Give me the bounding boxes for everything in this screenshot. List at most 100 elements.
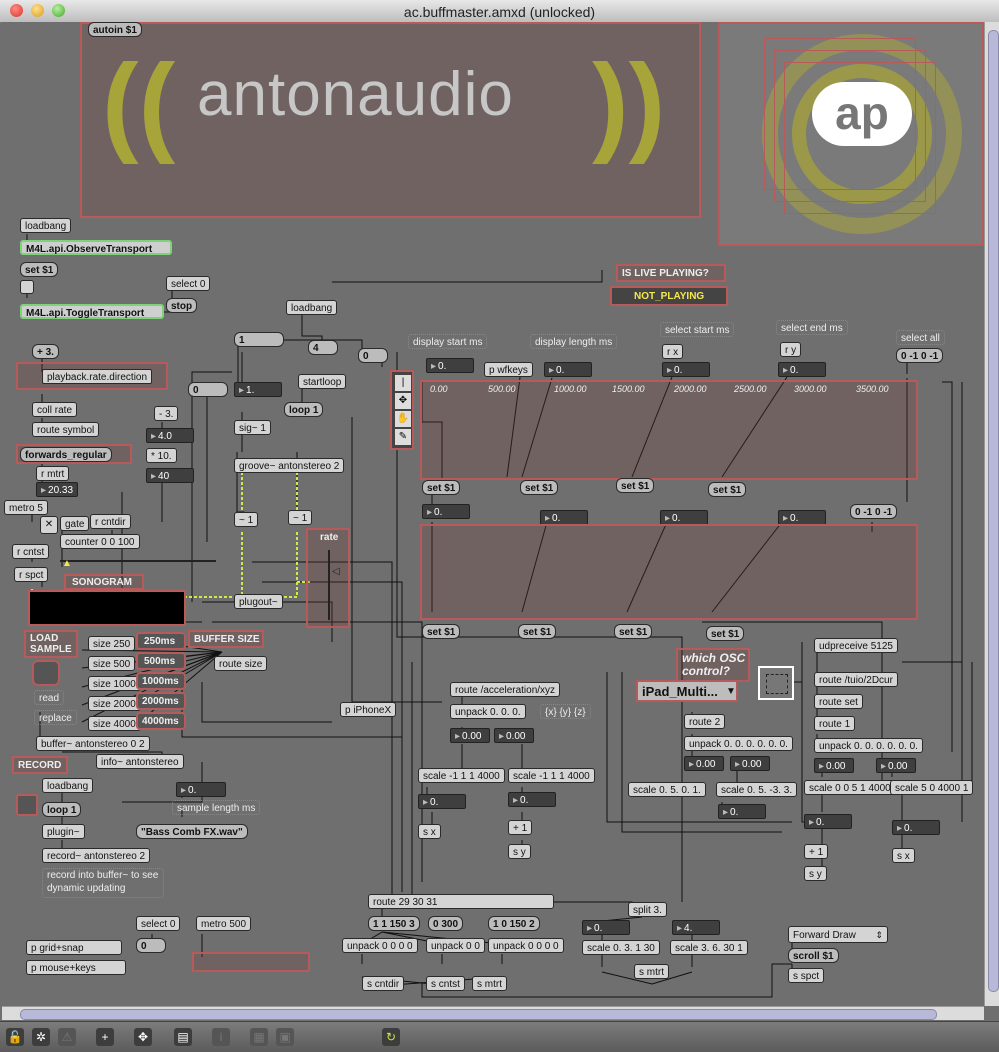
groove-antonstereo[interactable]: groove~ antonstereo 2 <box>234 458 345 473</box>
s-x[interactable]: s x <box>418 824 441 839</box>
scale-accel-x[interactable]: scale -1 1 1 4000 <box>418 768 505 783</box>
msg-0-300[interactable]: 0 300 <box>428 916 464 931</box>
toggle-1[interactable] <box>20 280 34 294</box>
forward-draw-menu[interactable]: Forward Draw ⇕ <box>788 926 888 943</box>
msg-1-0-150-2[interactable]: 1 0 150 2 <box>488 916 540 931</box>
hand-tool-icon[interactable]: ✋ <box>395 411 411 427</box>
tuio-a-number[interactable]: 0.00 <box>684 756 724 771</box>
tuio-c-number[interactable]: 0.00 <box>814 758 854 773</box>
number-0-e[interactable]: 0. <box>422 504 470 519</box>
r-spct[interactable]: r spct <box>14 567 49 582</box>
vertical-scrollbar[interactable] <box>984 22 999 1006</box>
ms-250-button[interactable]: 250ms <box>136 632 186 650</box>
plus-1-a[interactable]: + 1 <box>508 820 533 835</box>
scaled-y-number[interactable]: 0. <box>508 792 556 807</box>
plus-1-b[interactable]: + 1 <box>804 844 829 859</box>
route-1[interactable]: route 1 <box>814 716 856 731</box>
unpack-6-a[interactable]: unpack 0. 0. 0. 0. 0. 0. <box>684 736 793 751</box>
set-1-g[interactable]: set $1 <box>614 624 653 639</box>
tilde-1-a[interactable]: ~ 1 <box>234 512 259 527</box>
close-button[interactable] <box>10 4 23 17</box>
plugin[interactable]: plugin~ <box>42 824 85 839</box>
presentation-icon[interactable]: ✲ <box>32 1028 50 1046</box>
ms-500-button[interactable]: 500ms <box>136 652 186 670</box>
plus-3-message[interactable]: + 3. <box>32 344 59 359</box>
sonogram-display[interactable] <box>28 590 186 626</box>
size-1000[interactable]: size 1000 <box>88 676 141 691</box>
scaled-x-number[interactable]: 0. <box>418 794 466 809</box>
bass-comb-filename[interactable]: "Bass Comb FX.wav" <box>136 824 248 839</box>
vertical-scroll-thumb[interactable] <box>988 30 999 992</box>
loadbang-1[interactable]: loadbang <box>20 218 72 233</box>
toggle-x-icon[interactable]: ✕ <box>40 516 58 534</box>
minimize-button[interactable] <box>31 4 44 17</box>
rate-handle-icon[interactable]: ◁ <box>332 566 340 577</box>
patcher-canvas[interactable]: (( antonaudio )) autoin $1 ap loadbang M… <box>2 22 984 1006</box>
horizontal-scrollbar[interactable] <box>2 1006 984 1020</box>
r-cntst[interactable]: r cntst <box>12 544 50 559</box>
sample-length-number[interactable]: 0. <box>176 782 226 797</box>
size-250[interactable]: size 250 <box>88 636 136 651</box>
observe-transport[interactable]: M4L.api.ObserveTransport <box>20 240 172 255</box>
r-mtrt[interactable]: r mtrt <box>36 466 70 481</box>
warning-icon[interactable]: ⚠ <box>58 1028 76 1046</box>
waveform-display-top[interactable] <box>420 380 918 480</box>
plugout[interactable]: plugout~ <box>234 594 283 609</box>
route-tuio[interactable]: route /tuio/2Dcur <box>814 672 898 687</box>
new-object-icon[interactable]: + <box>96 1028 114 1046</box>
num-0-c[interactable]: 0 <box>136 938 166 953</box>
patcher-inspector-icon[interactable]: ▤ <box>174 1028 192 1046</box>
r-x[interactable]: r x <box>662 344 684 359</box>
unpack-0000-a[interactable]: unpack 0 0 0 0 <box>342 938 418 953</box>
zoom-button[interactable] <box>52 4 65 17</box>
set-1-d[interactable]: set $1 <box>708 482 747 497</box>
number-0-h[interactable]: 0. <box>778 510 826 525</box>
scroll-message[interactable]: scroll $1 <box>788 948 839 963</box>
scale-c[interactable]: scale 0. 5. 0. 1. <box>628 782 706 797</box>
split-high-number[interactable]: 4. <box>672 920 720 935</box>
route-2[interactable]: route 2 <box>684 714 726 729</box>
metro-500[interactable]: metro 500 <box>196 916 252 931</box>
route-symbol[interactable]: route symbol <box>32 422 100 437</box>
select-0[interactable]: select 0 <box>166 276 211 291</box>
times-10[interactable]: * 10. <box>146 448 177 463</box>
stop-message[interactable]: stop <box>166 298 198 313</box>
set-1-c[interactable]: set $1 <box>616 478 655 493</box>
set-1-a[interactable]: set $1 <box>422 480 461 495</box>
scale-g[interactable]: scale 0. 3. 1 30 <box>582 940 660 955</box>
s-spct[interactable]: s spct <box>788 968 825 983</box>
record-toggle[interactable] <box>16 794 38 816</box>
rate-slider[interactable] <box>328 550 330 620</box>
r-y[interactable]: r y <box>780 342 802 357</box>
num-1-dot[interactable]: 1. <box>234 382 282 397</box>
size-2000[interactable]: size 2000 <box>88 696 141 711</box>
scale-accel-y[interactable]: scale -1 1 1 4000 <box>508 768 595 783</box>
split-3[interactable]: split 3. <box>628 902 667 917</box>
unpack-00[interactable]: unpack 0 0 <box>426 938 485 953</box>
msg-1-1-150-3[interactable]: 1 1 150 3 <box>368 916 420 931</box>
ms-4000-button[interactable]: 4000ms <box>136 712 186 730</box>
number-0-g[interactable]: 0. <box>660 510 708 525</box>
split-low-number[interactable]: 0. <box>582 920 630 935</box>
loop-1-b[interactable]: loop 1 <box>284 402 324 417</box>
set-1-e[interactable]: set $1 <box>422 624 461 639</box>
select-all-message[interactable]: 0 -1 0 -1 <box>896 348 944 363</box>
scale-h[interactable]: scale 3. 6. 30 1 <box>670 940 748 955</box>
set-1-h[interactable]: set $1 <box>706 626 745 641</box>
p-wfkeys[interactable]: p wfkeys <box>484 362 533 377</box>
buffer-antonstereo[interactable]: buffer~ antonstereo 0 2 <box>36 736 150 751</box>
info-antonstereo[interactable]: info~ antonstereo <box>96 754 184 769</box>
num-0-a[interactable]: 0 <box>358 348 388 363</box>
val-40-number[interactable]: 40 <box>146 468 194 483</box>
display-start-number[interactable]: 0. <box>426 358 474 373</box>
set-1-f[interactable]: set $1 <box>518 624 557 639</box>
toggle-transport[interactable]: M4L.api.ToggleTransport <box>20 304 164 319</box>
startloop-message[interactable]: startloop <box>298 374 347 389</box>
read-message[interactable]: read <box>34 690 65 705</box>
loadbang-2[interactable]: loadbang <box>286 300 338 315</box>
route-29-30-31[interactable]: route 29 30 31 <box>368 894 554 909</box>
num-4[interactable]: 4 <box>308 340 338 355</box>
set-1-b[interactable]: set $1 <box>520 480 559 495</box>
playback-rate-direction[interactable]: playback.rate.direction <box>42 369 153 384</box>
p-mouse-keys[interactable]: p mouse+keys <box>26 960 126 975</box>
